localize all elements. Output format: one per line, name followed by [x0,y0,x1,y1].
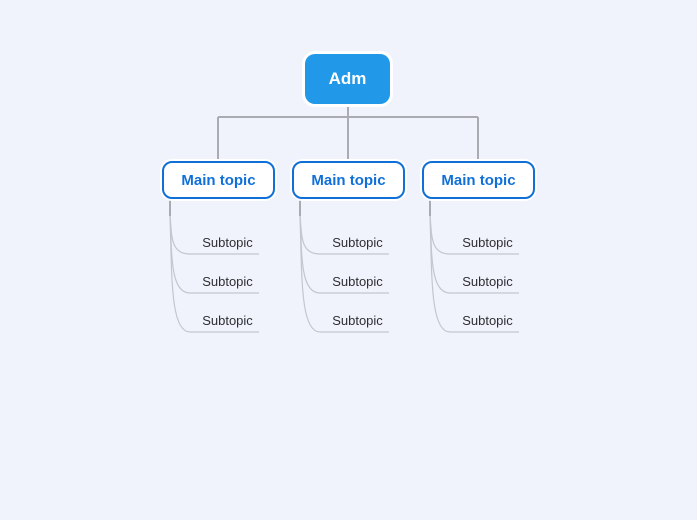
main-topic-node-1[interactable]: Main topic [162,161,275,199]
subtopic-node[interactable]: Subtopic [332,235,383,250]
subtopic-node[interactable]: Subtopic [462,274,513,289]
subtopic-node[interactable]: Subtopic [202,313,253,328]
subtopic-node[interactable]: Subtopic [332,313,383,328]
root-to-main-connector [217,104,479,161]
subtopic-node[interactable]: Subtopic [462,235,513,250]
subtopic-node[interactable]: Subtopic [202,274,253,289]
main-topic-node-2[interactable]: Main topic [292,161,405,199]
root-topic-node[interactable]: Adm [305,54,390,104]
main-topic-node-3[interactable]: Main topic [422,161,535,199]
subtopic-node[interactable]: Subtopic [462,313,513,328]
subtopic-node[interactable]: Subtopic [332,274,383,289]
subtopic-node[interactable]: Subtopic [202,235,253,250]
main-topic-branch-stub [169,198,431,216]
